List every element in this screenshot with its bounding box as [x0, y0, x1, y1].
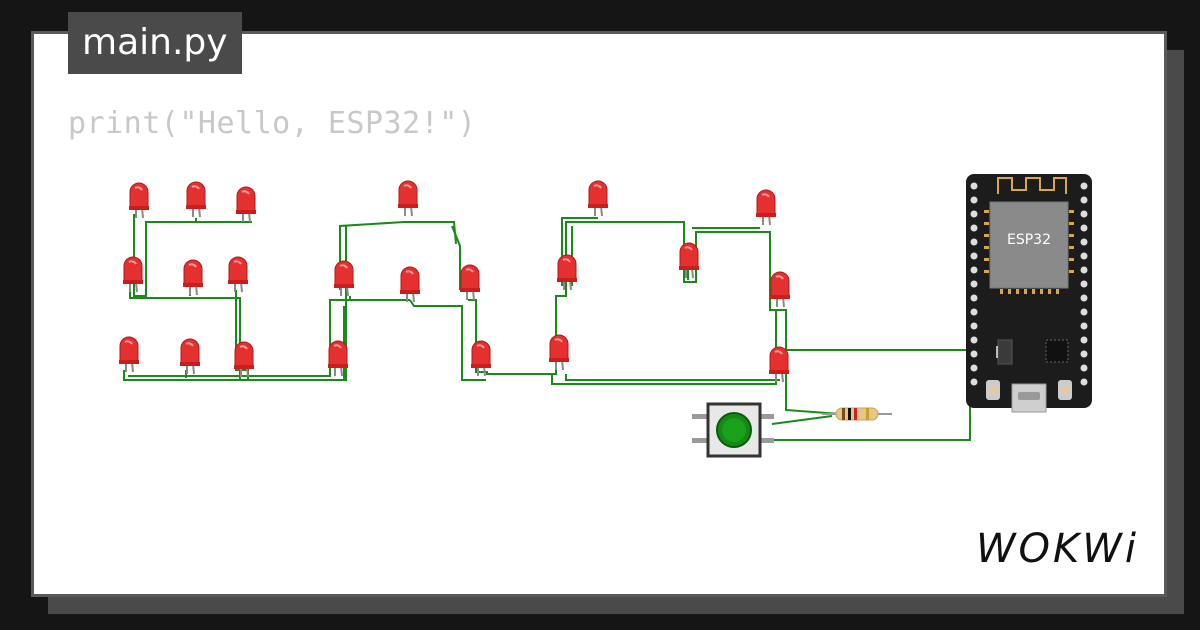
led [755, 189, 777, 226]
led [470, 340, 492, 377]
pushbutton[interactable] [692, 402, 774, 458]
led [128, 182, 150, 219]
led [769, 271, 791, 308]
led [179, 338, 201, 375]
led [227, 256, 249, 293]
led [118, 336, 140, 373]
chip-label: ESP32 [1007, 232, 1051, 248]
led [333, 260, 355, 297]
code-preview-line: print("Hello, ESP32!") [68, 106, 477, 141]
resistor [822, 407, 892, 421]
led [235, 186, 257, 223]
led [185, 181, 207, 218]
led [233, 341, 255, 378]
wires [123, 214, 971, 441]
led [182, 259, 204, 296]
led [397, 180, 419, 217]
file-tab-label: main.py [82, 22, 228, 63]
led [548, 334, 570, 371]
esp32-board: ESP32 [966, 174, 1092, 413]
led [587, 180, 609, 217]
led [459, 264, 481, 301]
wokwi-logo: WOKWi [976, 526, 1139, 572]
file-tab-main[interactable]: main.py [68, 12, 242, 74]
led [399, 266, 421, 303]
